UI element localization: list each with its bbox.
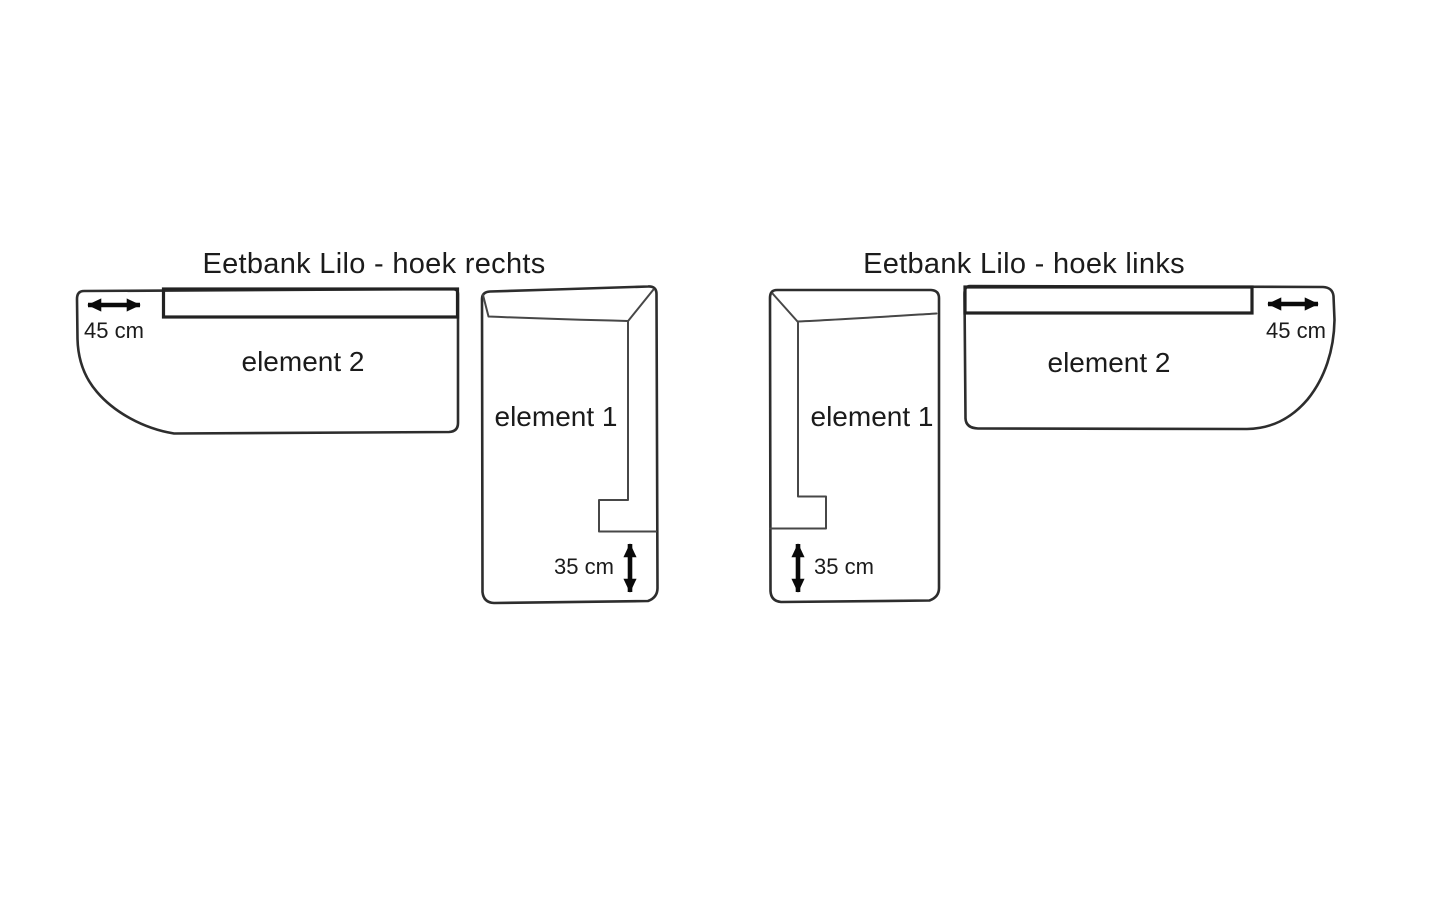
width-dimension-label: 45 cm [84, 318, 144, 343]
depth-dimension-label: 35 cm [814, 554, 874, 579]
element-1-seam-lines [482, 288, 657, 533]
element-2-backrest [161, 287, 460, 319]
element-1-label: element 1 [495, 401, 618, 432]
element-1-seam-lines [769, 292, 938, 530]
width-dimension-label: 45 cm [1266, 318, 1326, 343]
element-1-outline [768, 288, 941, 604]
diagram-title: Eetbank Lilo - hoek links [863, 248, 1185, 280]
element-2-backrest [963, 285, 1254, 315]
element-1-label: element 1 [811, 401, 934, 432]
depth-dimension-label: 35 cm [554, 554, 614, 579]
diagram-hoek-links: Eetbank Lilo - hoek links element 1 35 c… [768, 248, 1336, 604]
diagram-title: Eetbank Lilo - hoek rechts [202, 248, 545, 280]
element-2-label: element 2 [1048, 347, 1171, 378]
element-1-outline [480, 285, 659, 605]
diagram-hoek-rechts: Eetbank Lilo - hoek rechts element 2 45 … [75, 248, 659, 605]
element-2-label: element 2 [242, 346, 365, 377]
